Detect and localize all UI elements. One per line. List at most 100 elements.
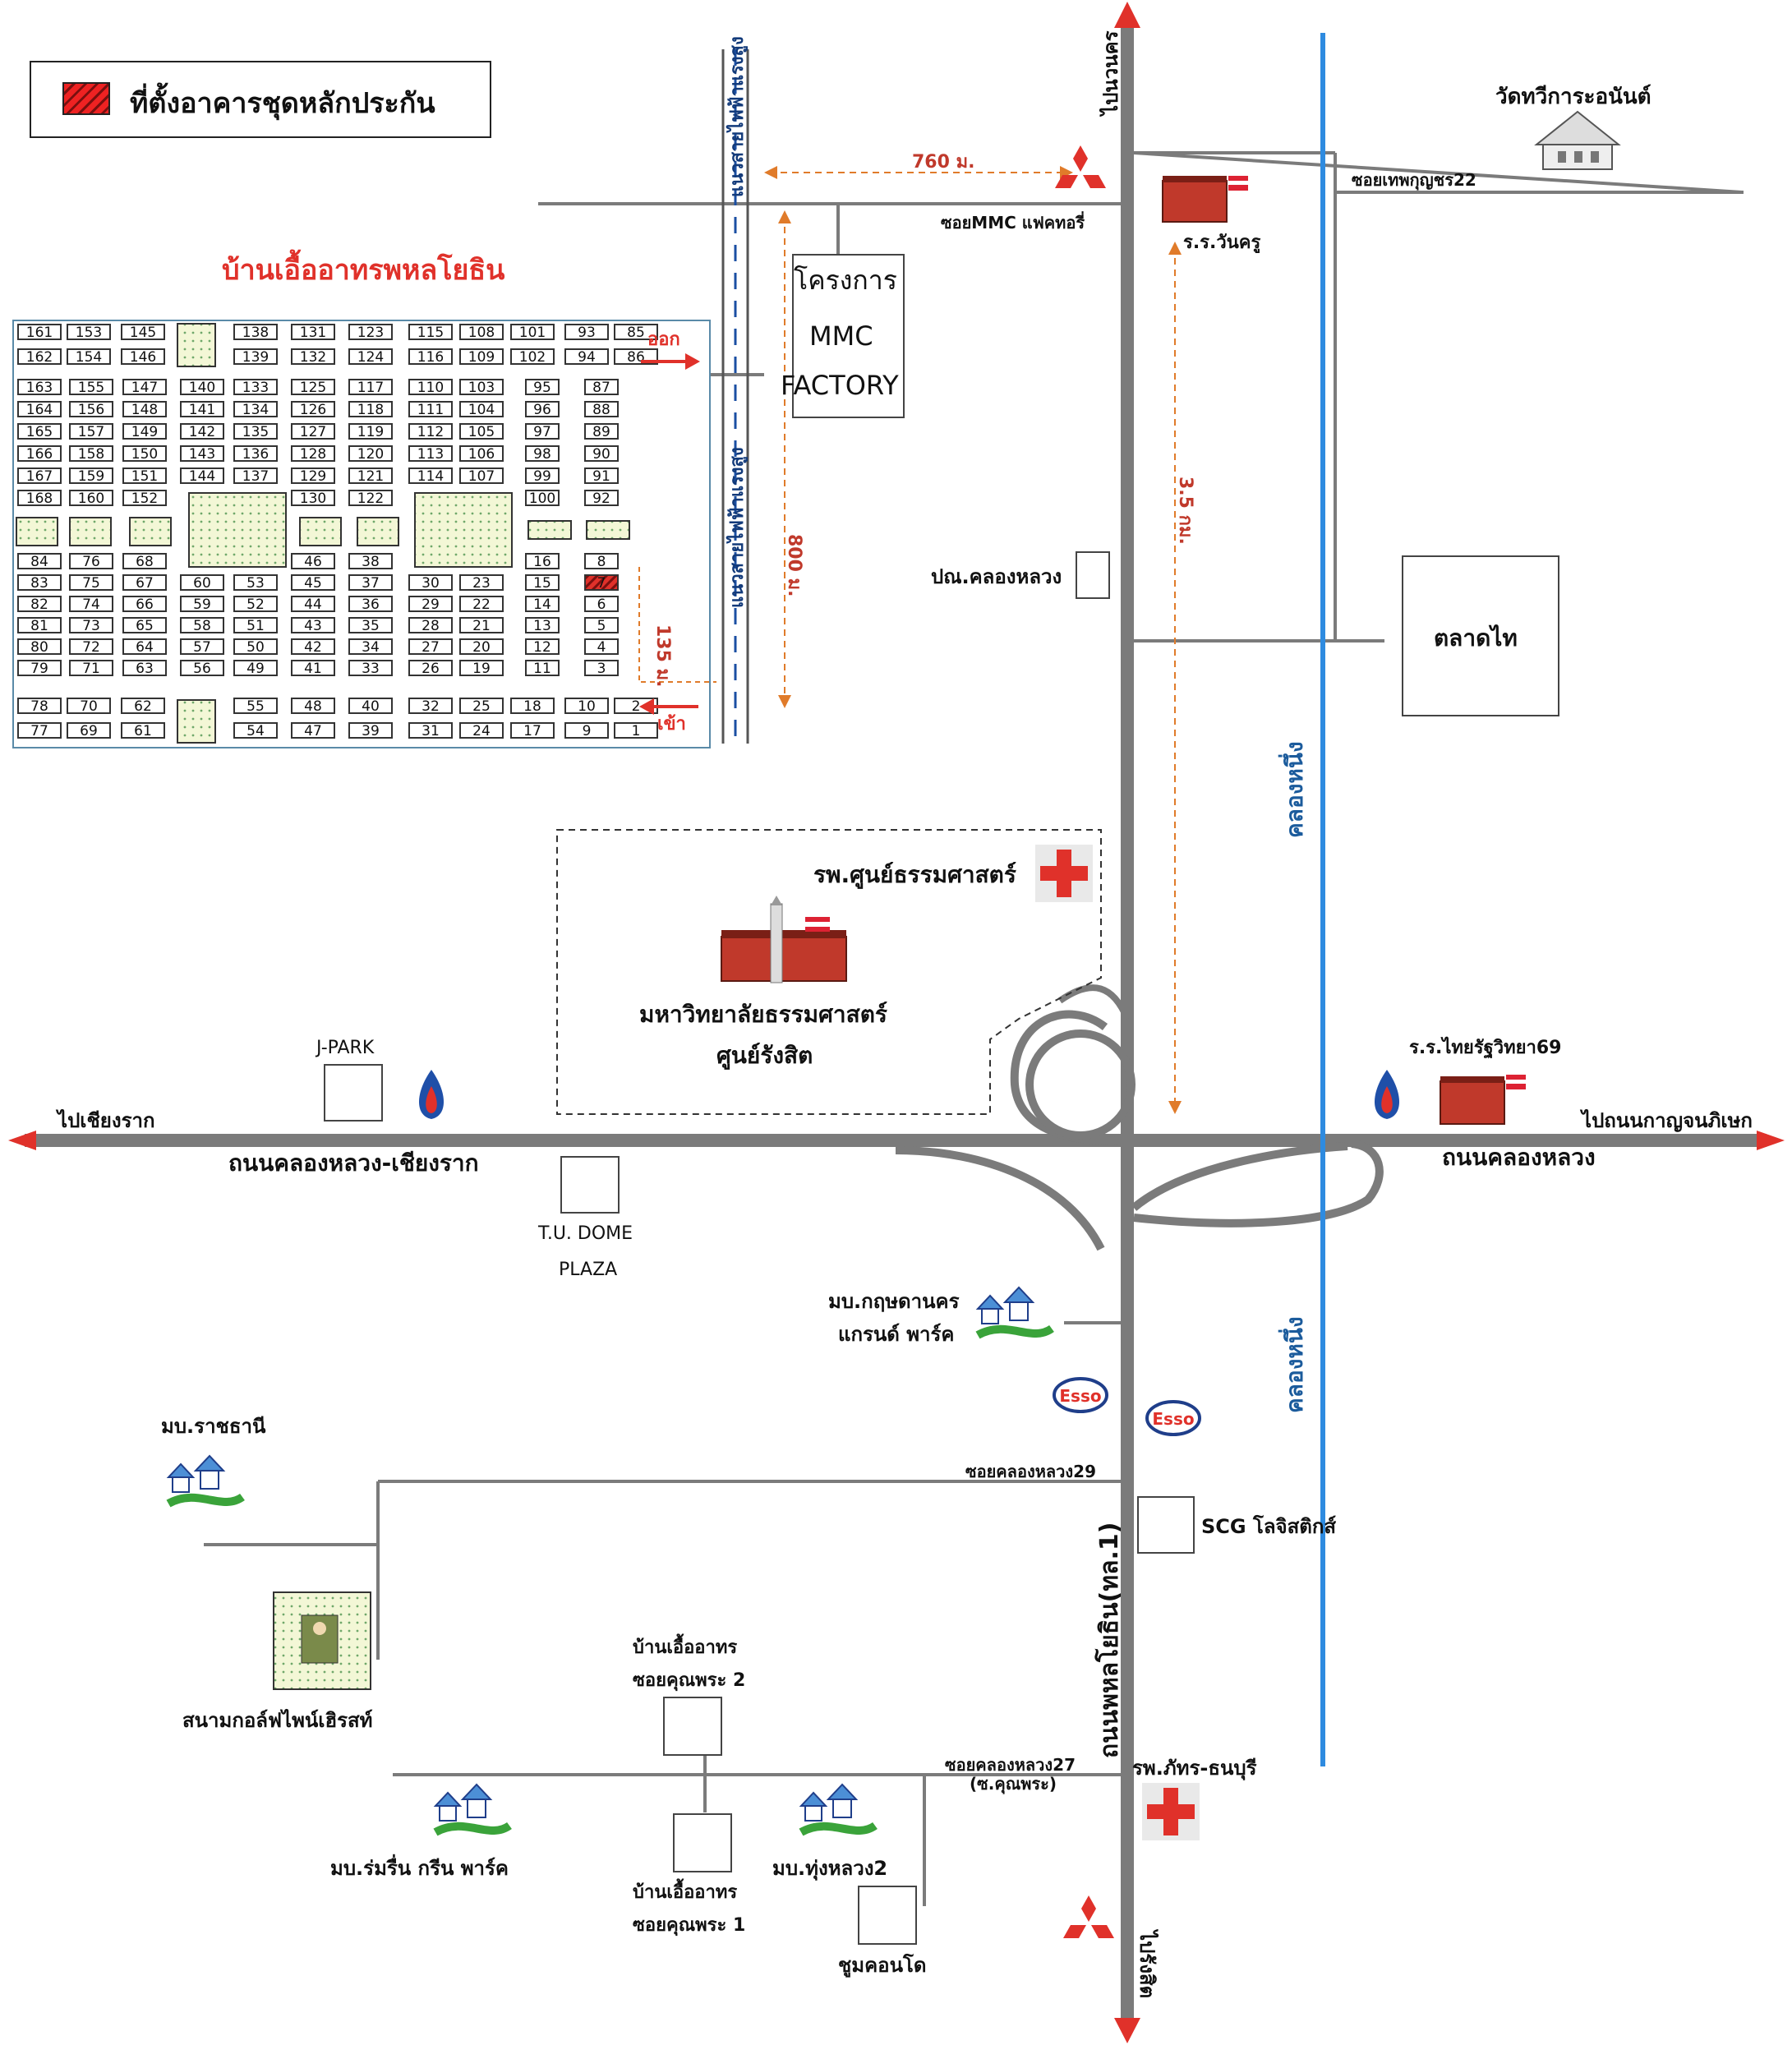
svg-text:71: 71 xyxy=(82,661,100,677)
svg-text:มบ.ร่มรื่น กรีน พาร์ค: มบ.ร่มรื่น กรีน พาร์ค xyxy=(330,1854,509,1880)
lot-unit: 44 xyxy=(291,596,335,613)
svg-text:38: 38 xyxy=(362,554,380,570)
talad-thai-box xyxy=(1402,555,1559,716)
svg-text:ปณ.คลองหลวง: ปณ.คลองหลวง xyxy=(931,565,1062,588)
lot-unit: 154 xyxy=(67,348,111,366)
lot-unit: 41 xyxy=(291,660,335,677)
svg-text:20: 20 xyxy=(472,639,491,656)
svg-text:42: 42 xyxy=(304,639,322,656)
svg-text:ซอยคลองหลวง27: ซอยคลองหลวง27 xyxy=(945,1755,1076,1775)
svg-text:154: 154 xyxy=(76,349,102,366)
roads xyxy=(25,16,1767,2029)
lot-unit: 150 xyxy=(122,445,167,463)
svg-text:6: 6 xyxy=(597,596,606,613)
lot-unit: 94 xyxy=(564,348,609,366)
lot-unit: 164 xyxy=(17,401,62,418)
lot-unit: 85 xyxy=(614,324,658,341)
lot-unit: 162 xyxy=(17,348,62,366)
svg-text:32: 32 xyxy=(422,698,440,715)
lot-unit: 31 xyxy=(408,722,453,739)
lot-unit: 144 xyxy=(180,467,224,485)
lot-unit: 127 xyxy=(291,423,335,440)
lot-unit: 63 xyxy=(122,660,167,677)
lot-unit: 19 xyxy=(459,660,504,677)
lot-unit: 7 xyxy=(584,574,619,592)
svg-text:86: 86 xyxy=(627,349,645,366)
svg-text:46: 46 xyxy=(304,554,322,570)
svg-text:166: 166 xyxy=(26,446,53,463)
lot-unit: 47 xyxy=(291,722,335,739)
svg-text:54: 54 xyxy=(246,723,265,739)
lot-unit: 46 xyxy=(291,553,335,570)
lot-unit: 168 xyxy=(17,490,62,507)
svg-text:115: 115 xyxy=(417,325,444,341)
jpark-box xyxy=(324,1064,383,1122)
svg-text:110: 110 xyxy=(417,380,444,396)
svg-text:65: 65 xyxy=(136,618,154,634)
svg-text:มบ.กฤษดานคร: มบ.กฤษดานคร xyxy=(828,1290,960,1313)
svg-text:13: 13 xyxy=(533,618,551,634)
lot-unit: 93 xyxy=(564,324,609,341)
lot-unit: 132 xyxy=(291,348,335,366)
lot-unit: 28 xyxy=(408,617,453,634)
svg-text:3: 3 xyxy=(597,661,606,677)
lot-unit: 140 xyxy=(180,379,224,396)
lot-unit: 79 xyxy=(17,660,62,677)
lot-unit: 54 xyxy=(233,722,278,739)
svg-text:ซอยเทพกุญชร22: ซอยเทพกุญชร22 xyxy=(1352,170,1476,191)
lot-unit: 78 xyxy=(17,698,62,715)
svg-text:100: 100 xyxy=(529,491,555,507)
hospital-icon xyxy=(1035,845,1200,1840)
lot-unit: 71 xyxy=(69,660,113,677)
svg-text:76: 76 xyxy=(82,554,100,570)
svg-text:117: 117 xyxy=(357,380,384,396)
lot-unit: 11 xyxy=(525,660,560,677)
lot-unit: 25 xyxy=(459,698,504,715)
lot-unit: 64 xyxy=(122,638,167,656)
lot-unit: 55 xyxy=(233,698,278,715)
svg-text:24: 24 xyxy=(472,723,491,739)
lot-unit: 107 xyxy=(459,467,504,485)
svg-text:63: 63 xyxy=(136,661,154,677)
svg-text:1: 1 xyxy=(632,723,641,739)
svg-text:9: 9 xyxy=(583,723,592,739)
lot-unit: 104 xyxy=(459,401,504,418)
lot-unit: 76 xyxy=(69,553,113,570)
svg-text:Esso: Esso xyxy=(1152,1409,1194,1429)
svg-text:137: 137 xyxy=(242,468,269,485)
lot-unit: 95 xyxy=(525,379,560,396)
lot-unit: 42 xyxy=(291,638,335,656)
lot-unit: 136 xyxy=(233,445,278,463)
svg-text:92: 92 xyxy=(592,491,610,507)
svg-text:31: 31 xyxy=(422,723,440,739)
svg-text:106: 106 xyxy=(468,446,495,463)
svg-text:102: 102 xyxy=(519,349,546,366)
svg-text:93: 93 xyxy=(578,325,596,341)
svg-text:132: 132 xyxy=(300,349,326,366)
svg-text:90: 90 xyxy=(592,446,610,463)
lot-unit: 160 xyxy=(69,490,113,507)
lot-unit: 84 xyxy=(17,553,62,570)
lot-unit: 133 xyxy=(233,379,278,396)
svg-text:7: 7 xyxy=(597,575,606,592)
school-icon xyxy=(1162,176,1526,1125)
lot-unit: 34 xyxy=(348,638,393,656)
lot-unit: 108 xyxy=(459,324,504,341)
svg-text:SCG โลจิสติกส์: SCG โลจิสติกส์ xyxy=(1201,1514,1336,1538)
svg-text:77: 77 xyxy=(30,723,48,739)
svg-text:37: 37 xyxy=(362,575,380,592)
lot-unit: 14 xyxy=(525,596,560,613)
svg-text:35: 35 xyxy=(362,618,380,634)
lot-unit: 137 xyxy=(233,467,278,485)
svg-text:55: 55 xyxy=(246,698,265,715)
lot-unit: 122 xyxy=(348,490,393,507)
svg-text:94: 94 xyxy=(578,349,596,366)
svg-text:แนวสายไฟฟ้าแรงสูง: แนวสายไฟฟ้าแรงสูง xyxy=(726,36,749,197)
svg-text:79: 79 xyxy=(30,661,48,677)
svg-text:34: 34 xyxy=(362,639,380,656)
svg-text:ไปรังสิต: ไปรังสิต xyxy=(1136,1928,1159,1998)
svg-text:104: 104 xyxy=(468,402,495,418)
svg-text:ไปเชียงราก: ไปเชียงราก xyxy=(55,1108,154,1132)
svg-text:39: 39 xyxy=(362,723,380,739)
